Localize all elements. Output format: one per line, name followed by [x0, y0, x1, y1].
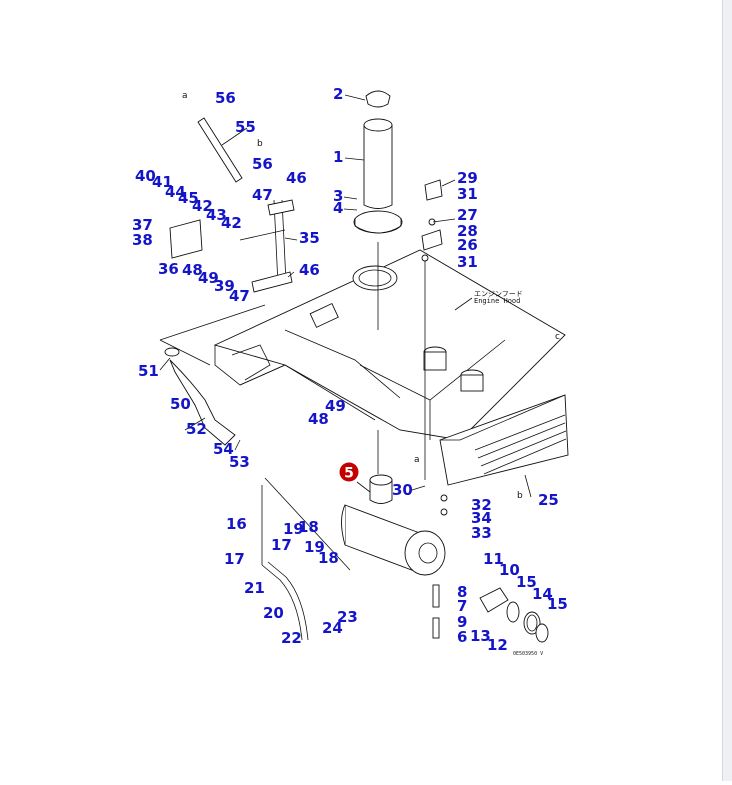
callout-20[interactable]: 20: [263, 604, 284, 622]
callout-25[interactable]: 25: [538, 491, 559, 509]
viewer-scrollbar[interactable]: [722, 0, 732, 781]
hood-note-jp: エンジンフード: [474, 290, 523, 298]
hood-note: エンジンフード Engine Hood: [454, 290, 523, 311]
intake-pipe-drawing: [164, 347, 236, 446]
callout-47b[interactable]: 47: [229, 287, 250, 305]
tailpipe-fittings-drawing: [432, 584, 549, 643]
callout-13[interactable]: 13: [470, 627, 491, 645]
callout-28[interactable]: 28: [457, 222, 478, 240]
callout-56a[interactable]: 56: [215, 89, 236, 107]
callout-44[interactable]: 44: [165, 183, 186, 201]
callout-8[interactable]: 8: [457, 583, 467, 601]
callout-18b[interactable]: 18: [318, 549, 339, 567]
ref-c: c: [555, 332, 560, 342]
callout-16[interactable]: 16: [226, 515, 247, 533]
callout-17a[interactable]: 17: [271, 536, 292, 554]
bolt-stack-drawing: [421, 179, 448, 516]
callout-3[interactable]: 3: [333, 187, 343, 205]
callout-32[interactable]: 32: [471, 496, 492, 514]
callout-53[interactable]: 53: [229, 453, 250, 471]
callout-7[interactable]: 7: [457, 597, 467, 615]
callout-51[interactable]: 51: [138, 362, 159, 380]
callout-43[interactable]: 43: [206, 206, 227, 224]
callout-22[interactable]: 22: [281, 629, 302, 647]
highlight-marker-5[interactable]: 5: [339, 462, 359, 482]
leader-lines: [159, 94, 532, 498]
ref-a-top: a: [182, 91, 188, 101]
callout-46b[interactable]: 46: [299, 261, 320, 279]
callout-47a[interactable]: 47: [252, 186, 273, 204]
callout-29[interactable]: 29: [457, 169, 478, 187]
callout-46a[interactable]: 46: [286, 169, 307, 187]
callout-56b[interactable]: 56: [252, 155, 273, 173]
lower-bracket-drawing: [261, 477, 351, 641]
callout-10[interactable]: 10: [499, 561, 520, 579]
callout-14[interactable]: 14: [532, 585, 553, 603]
callout-45[interactable]: 45: [178, 189, 199, 207]
callout-39[interactable]: 39: [214, 277, 235, 295]
callout-1[interactable]: 1: [333, 148, 343, 166]
callout-37[interactable]: 37: [132, 216, 153, 234]
callout-6[interactable]: 6: [457, 628, 467, 646]
ref-b-bottom: b: [517, 491, 523, 501]
exhaust-pipe-drawing: [353, 90, 403, 330]
callout-40[interactable]: 40: [135, 167, 156, 185]
highlight-label[interactable]: 5: [344, 466, 354, 482]
callout-48b[interactable]: 48: [308, 410, 329, 428]
callout-31a[interactable]: 31: [457, 185, 478, 203]
engine-hood-drawing: [213, 249, 569, 486]
callout-23[interactable]: 23: [337, 608, 358, 626]
callout-33[interactable]: 33: [471, 524, 492, 542]
callout-49b[interactable]: 49: [325, 397, 346, 415]
callout-49a[interactable]: 49: [198, 269, 219, 287]
callout-15a[interactable]: 15: [516, 573, 537, 591]
callout-27[interactable]: 27: [457, 206, 478, 224]
hood-louver-grille: [474, 414, 567, 475]
callout-12[interactable]: 12: [487, 636, 508, 654]
callout-41[interactable]: 41: [152, 173, 173, 191]
callout-26[interactable]: 26: [457, 236, 478, 254]
callout-36[interactable]: 36: [158, 260, 179, 278]
callout-21[interactable]: 21: [244, 579, 265, 597]
callout-42a[interactable]: 42: [192, 197, 213, 215]
ref-a-bottom: a: [414, 455, 420, 465]
callout-42b[interactable]: 42: [221, 214, 242, 232]
callout-2[interactable]: 2: [333, 85, 343, 103]
highlight-circle[interactable]: [339, 462, 359, 482]
callout-17b[interactable]: 17: [224, 550, 245, 568]
callout-48a[interactable]: 48: [182, 261, 203, 279]
callout-4[interactable]: 4: [333, 199, 343, 217]
muffler-drawing: [341, 430, 446, 576]
callout-50[interactable]: 50: [170, 395, 191, 413]
callout-54[interactable]: 54: [213, 440, 234, 458]
callout-38[interactable]: 38: [132, 231, 153, 249]
callout-15b[interactable]: 15: [547, 595, 568, 613]
callout-labels: 2 1 3 4 29 31 27 28 26 31 56 55 56 47 46…: [132, 85, 568, 654]
callout-52[interactable]: 52: [186, 420, 207, 438]
callout-11[interactable]: 11: [483, 550, 504, 568]
hood-note-en: Engine Hood: [474, 297, 520, 305]
callout-30[interactable]: 30: [392, 481, 413, 499]
callout-19a[interactable]: 19: [283, 520, 304, 538]
callout-35[interactable]: 35: [299, 229, 320, 247]
callout-19b[interactable]: 19: [304, 538, 325, 556]
callout-18a[interactable]: 18: [298, 518, 319, 536]
callout-55[interactable]: 55: [235, 118, 256, 136]
callout-31b[interactable]: 31: [457, 253, 478, 271]
callout-24[interactable]: 24: [322, 619, 343, 637]
ref-b-top: b: [257, 139, 263, 149]
drawing-number: 0E503950 V: [513, 651, 543, 657]
bracket-assembly-drawing: [159, 117, 295, 366]
callout-34[interactable]: 34: [471, 509, 492, 527]
callout-9[interactable]: 9: [457, 613, 467, 631]
reference-letters: a b a b c: [182, 91, 560, 501]
